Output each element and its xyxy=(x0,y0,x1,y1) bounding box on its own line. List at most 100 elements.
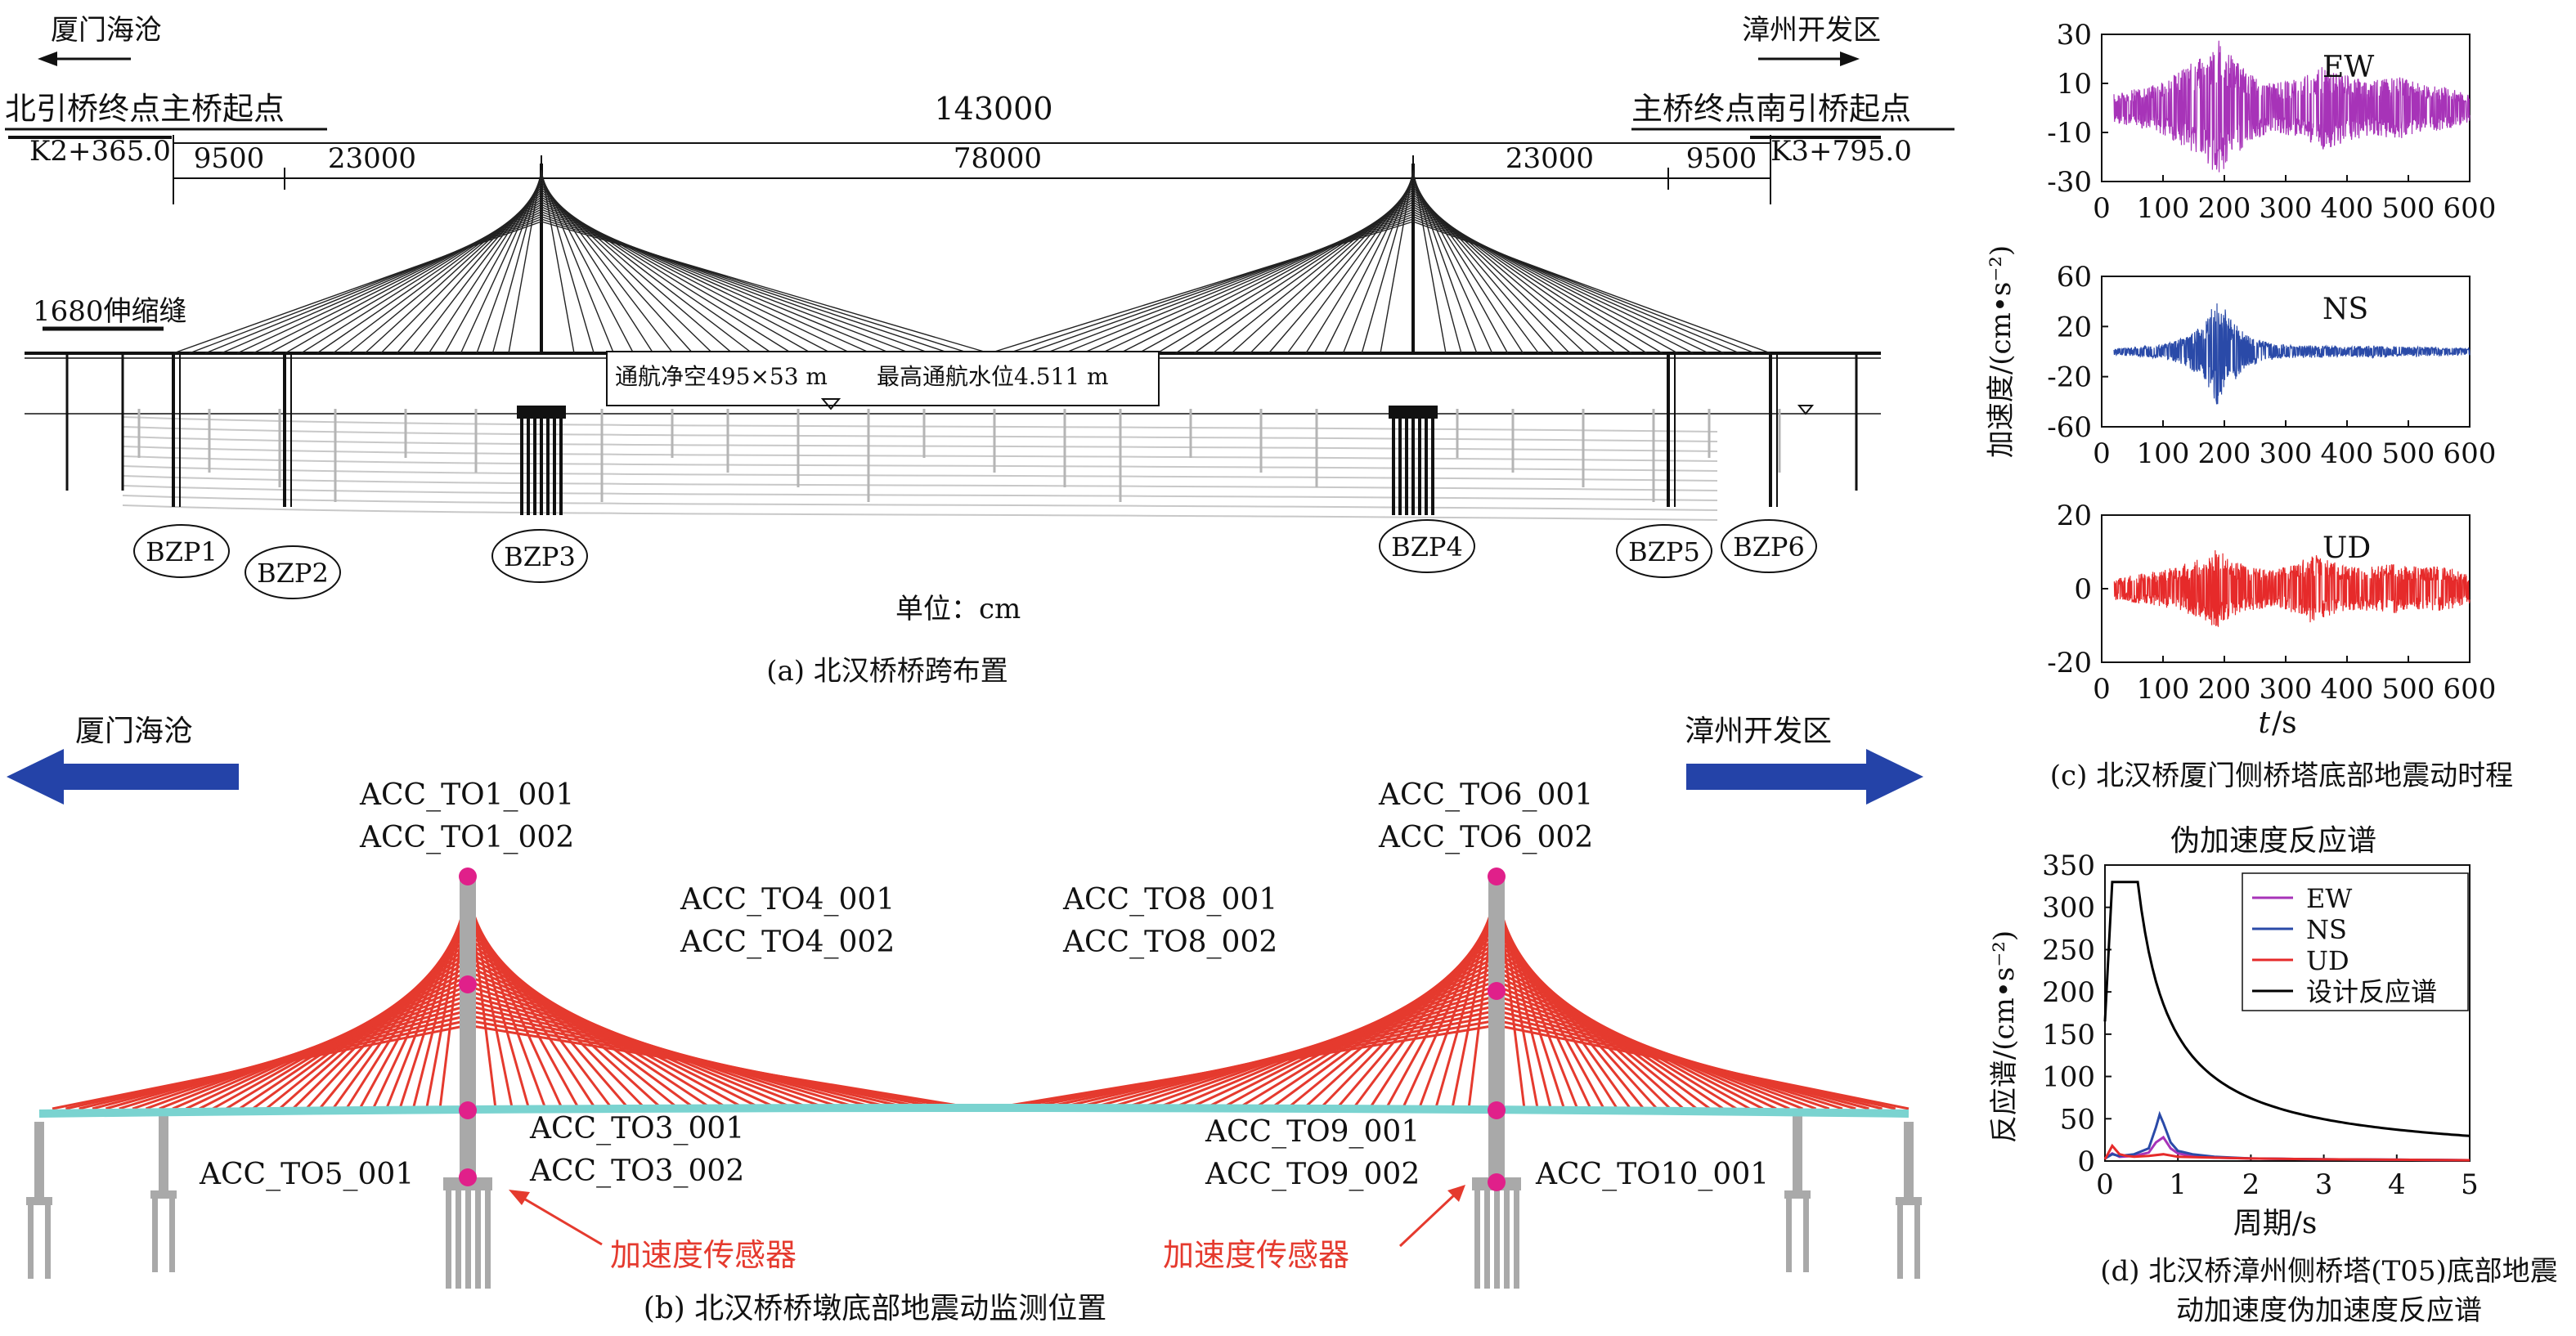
cable-line xyxy=(1026,216,1414,354)
pier-label: BZP4 xyxy=(1391,531,1463,563)
y-tick-label: 150 xyxy=(2042,1019,2095,1051)
pile xyxy=(465,1190,471,1289)
pile xyxy=(456,1190,461,1289)
x-tick-label: 5 xyxy=(2461,1168,2479,1201)
spectrum-line-ud xyxy=(2103,1143,2471,1162)
sensor-pointer-arrowhead-icon xyxy=(1447,1185,1465,1202)
sensor-marker xyxy=(1488,1173,1506,1191)
y-tick-label: 10 xyxy=(2057,68,2092,101)
cable-line xyxy=(221,213,542,354)
approach-pier-pile xyxy=(1897,1205,1903,1279)
time-history-trace xyxy=(2113,40,2471,173)
series-title: EW xyxy=(2322,51,2374,84)
stay-cable xyxy=(1496,1024,1910,1110)
cable-line xyxy=(508,169,542,354)
y-tick-label: 200 xyxy=(2042,976,2095,1009)
right-direction-label: 漳州开发区 xyxy=(1742,14,1881,47)
x-tick-label: 600 xyxy=(2444,437,2497,470)
water-level-icon xyxy=(820,398,841,410)
cable-line xyxy=(1412,216,1740,354)
caption-d-2: 动加速度伪加速度反应谱 xyxy=(2176,1294,2482,1327)
x-tick-label: 600 xyxy=(2444,673,2497,706)
sensor-pointer-arrowhead-icon xyxy=(509,1190,530,1205)
y-tick-label: 0 xyxy=(2077,1145,2095,1178)
pile xyxy=(1514,1190,1519,1289)
navigation-clearance: 通航净空495×53 m xyxy=(615,363,828,390)
pile xyxy=(475,1190,481,1289)
sensor-label: ACC_TO8_001 xyxy=(1062,883,1277,917)
pier-label: BZP2 xyxy=(257,558,329,589)
pier-label: BZP5 xyxy=(1628,536,1700,567)
cable-line xyxy=(285,204,542,354)
cable-line xyxy=(173,221,542,354)
cable-line xyxy=(1412,213,1725,354)
y-tick-label: 100 xyxy=(2042,1061,2095,1094)
cable-line xyxy=(1045,213,1414,354)
b-right-arrow-icon xyxy=(1686,749,1923,805)
x-tick-label: 200 xyxy=(2198,673,2251,706)
pier-ellipse-bzp5 xyxy=(1616,524,1712,578)
x-tick-label: 100 xyxy=(2137,437,2190,470)
time-history-trace xyxy=(2113,549,2471,627)
y-tick-label: 20 xyxy=(2057,311,2092,343)
cable-line xyxy=(1412,218,1756,354)
cable-line xyxy=(1412,211,1709,354)
x-tick-label: 0 xyxy=(2093,192,2111,225)
cable-line xyxy=(268,206,542,354)
cable-line xyxy=(1082,208,1414,354)
x-tick-label: 500 xyxy=(2382,192,2435,225)
x-tick-label: 4 xyxy=(2388,1168,2406,1201)
y-tick-label: 0 xyxy=(2074,573,2092,606)
b-right-direction: 漳州开发区 xyxy=(1685,715,1832,748)
approach-pier-cap xyxy=(150,1190,177,1199)
x-tick-label: 300 xyxy=(2260,437,2313,470)
approach-pier-pile xyxy=(169,1199,175,1272)
sensor-marker xyxy=(1488,1101,1506,1119)
span-label: 23000 xyxy=(328,142,416,175)
sensor-label: ACC_TO1_002 xyxy=(359,821,574,854)
x-tick-label: 300 xyxy=(2260,673,2313,706)
sensor-pointer xyxy=(1398,1192,1457,1248)
cable-line xyxy=(541,218,971,354)
cable-line xyxy=(204,216,542,354)
span-label: 9500 xyxy=(194,142,265,175)
tower-column xyxy=(460,876,476,1179)
cable-line xyxy=(541,211,911,354)
x-tick-label: 1 xyxy=(2169,1168,2187,1201)
series-title: UD xyxy=(2322,531,2371,565)
sensor-label: ACC_TO5_001 xyxy=(199,1158,414,1191)
sensor-marker xyxy=(459,1101,477,1119)
x-tick-label: 0 xyxy=(2096,1168,2114,1201)
x-tick-label: 200 xyxy=(2198,192,2251,225)
tower-column xyxy=(1488,876,1505,1179)
b-left-direction: 厦门海沧 xyxy=(75,715,193,748)
c-xlabel-unit: /s xyxy=(2272,706,2297,740)
y-tick-label: 350 xyxy=(2042,850,2095,882)
deck xyxy=(38,1104,1910,1118)
x-tick-label: 3 xyxy=(2315,1168,2333,1201)
pier-ellipse-bzp3 xyxy=(491,529,588,583)
stay-cable xyxy=(989,1024,1497,1110)
time-history-trace xyxy=(2113,303,2471,405)
y-tick-label: 250 xyxy=(2042,934,2095,966)
spectrum-line-design xyxy=(2103,881,2471,1137)
sensor-label: ACC_TO3_001 xyxy=(529,1112,744,1145)
cable-line xyxy=(541,216,950,354)
cable-line xyxy=(541,208,891,354)
pile xyxy=(1474,1190,1480,1289)
cable-line xyxy=(300,201,542,354)
approach-pier-cap xyxy=(26,1197,52,1205)
sensor-note: 加速度传感器 xyxy=(1163,1237,1349,1273)
y-tick-label: 30 xyxy=(2057,19,2092,52)
x-tick-label: 400 xyxy=(2321,192,2374,225)
left-direction-label: 厦门海沧 xyxy=(51,14,162,47)
pile xyxy=(1484,1190,1490,1289)
sensor-label: ACC_TO4_001 xyxy=(680,883,895,917)
y-tick-label: -10 xyxy=(2047,117,2092,150)
cable-line xyxy=(1412,206,1678,354)
